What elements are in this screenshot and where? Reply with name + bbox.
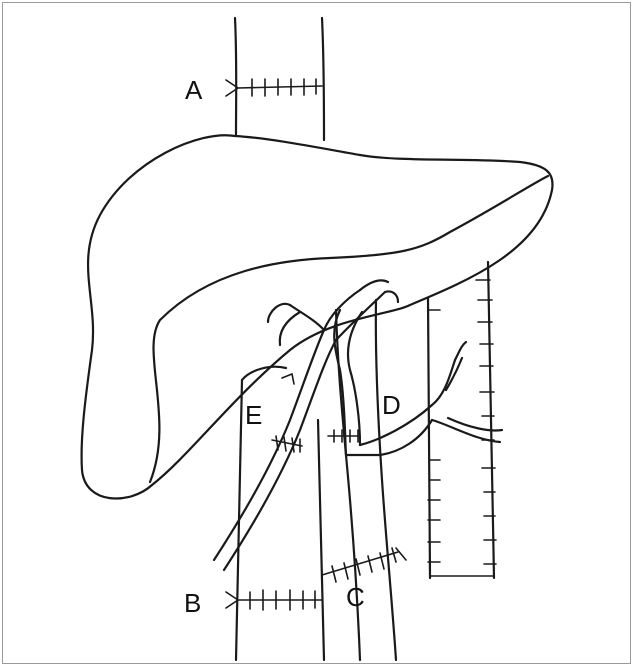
label-b: B: [184, 588, 201, 618]
label-e: E: [245, 400, 262, 430]
anastomosis-c-sutures: [322, 548, 406, 582]
anastomosis-a-sutures: [226, 79, 322, 96]
liver-outline: [82, 135, 553, 498]
label-c: C: [346, 582, 365, 612]
anastomosis-b-sutures: [226, 590, 322, 610]
aorta: [428, 262, 496, 578]
portal-vein: [336, 300, 396, 660]
label-d: D: [382, 390, 401, 420]
label-a: A: [185, 75, 203, 105]
suprahepatic-ivc: [235, 18, 324, 140]
hepatic-artery: [334, 310, 502, 455]
anastomosis-e-sutures: [272, 374, 302, 452]
